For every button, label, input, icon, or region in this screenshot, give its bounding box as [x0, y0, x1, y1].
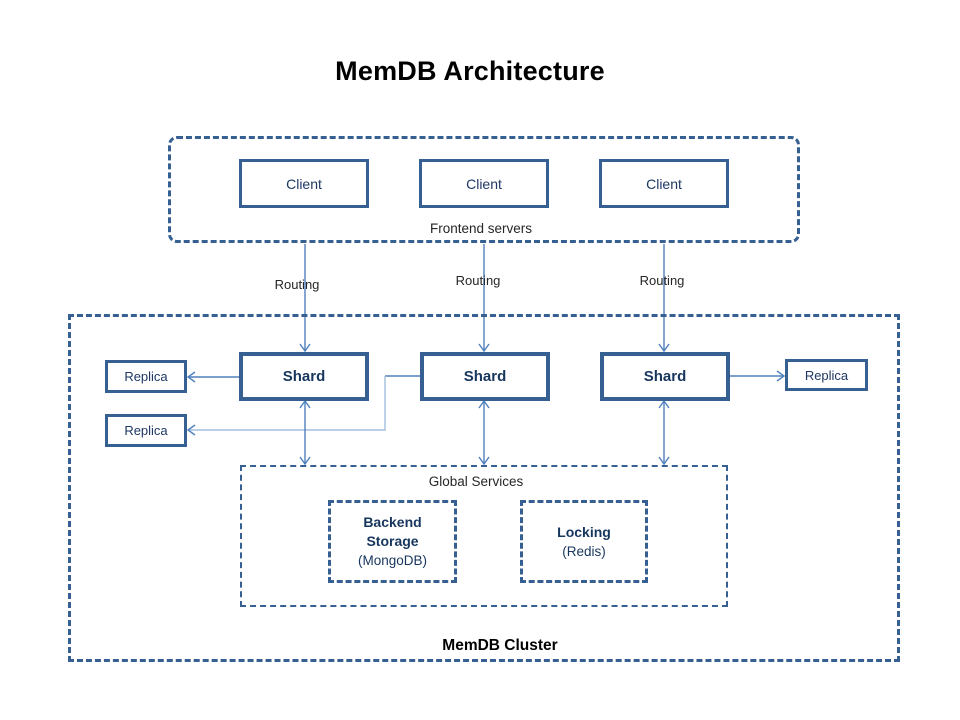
backend-storage-box: Backend Storage (MongoDB) — [328, 500, 457, 583]
frontend-servers-label: Frontend servers — [430, 221, 533, 236]
replica-box-1: Replica — [105, 360, 187, 393]
routing-arrow-3 — [658, 244, 670, 353]
frontend-servers-group — [168, 136, 800, 243]
shard-box-3: Shard — [600, 352, 730, 401]
locking-tech: (Redis) — [562, 543, 606, 559]
diagram-title: MemDB Architecture — [335, 56, 605, 86]
locking-name: Locking — [557, 523, 611, 540]
memdb-cluster-group — [68, 314, 900, 662]
memdb-cluster-label: MemDB Cluster — [442, 637, 558, 654]
arrow-shard1-to-replica1 — [186, 371, 239, 383]
routing-arrow-1 — [299, 244, 311, 353]
client-box-3: Client — [599, 159, 729, 208]
arrow-shard2-global-services — [478, 399, 490, 466]
routing-label-3: Routing — [639, 273, 685, 288]
client-box-1: Client — [239, 159, 369, 208]
routing-label-1: Routing — [274, 277, 320, 292]
client-box-2: Client — [419, 159, 549, 208]
backend-storage-tech: (MongoDB) — [357, 553, 428, 568]
arrow-shard1-global-services — [299, 399, 311, 466]
arrow-shard3-to-replica3 — [730, 370, 786, 382]
arrow-shard3-global-services — [658, 399, 670, 466]
shard-box-1: Shard — [239, 352, 369, 401]
global-services-group — [240, 465, 728, 607]
replica-box-3: Replica — [785, 359, 868, 391]
locking-box: Locking (Redis) — [520, 500, 648, 583]
routing-label-2: Routing — [455, 273, 501, 288]
replica-box-2: Replica — [105, 414, 187, 447]
global-services-label: Global Services — [428, 474, 524, 489]
backend-storage-name: Backend Storage — [363, 514, 422, 549]
arrow-shard2-to-replica2 — [186, 375, 420, 436]
shard-box-2: Shard — [420, 352, 550, 401]
routing-arrow-2 — [478, 244, 490, 353]
